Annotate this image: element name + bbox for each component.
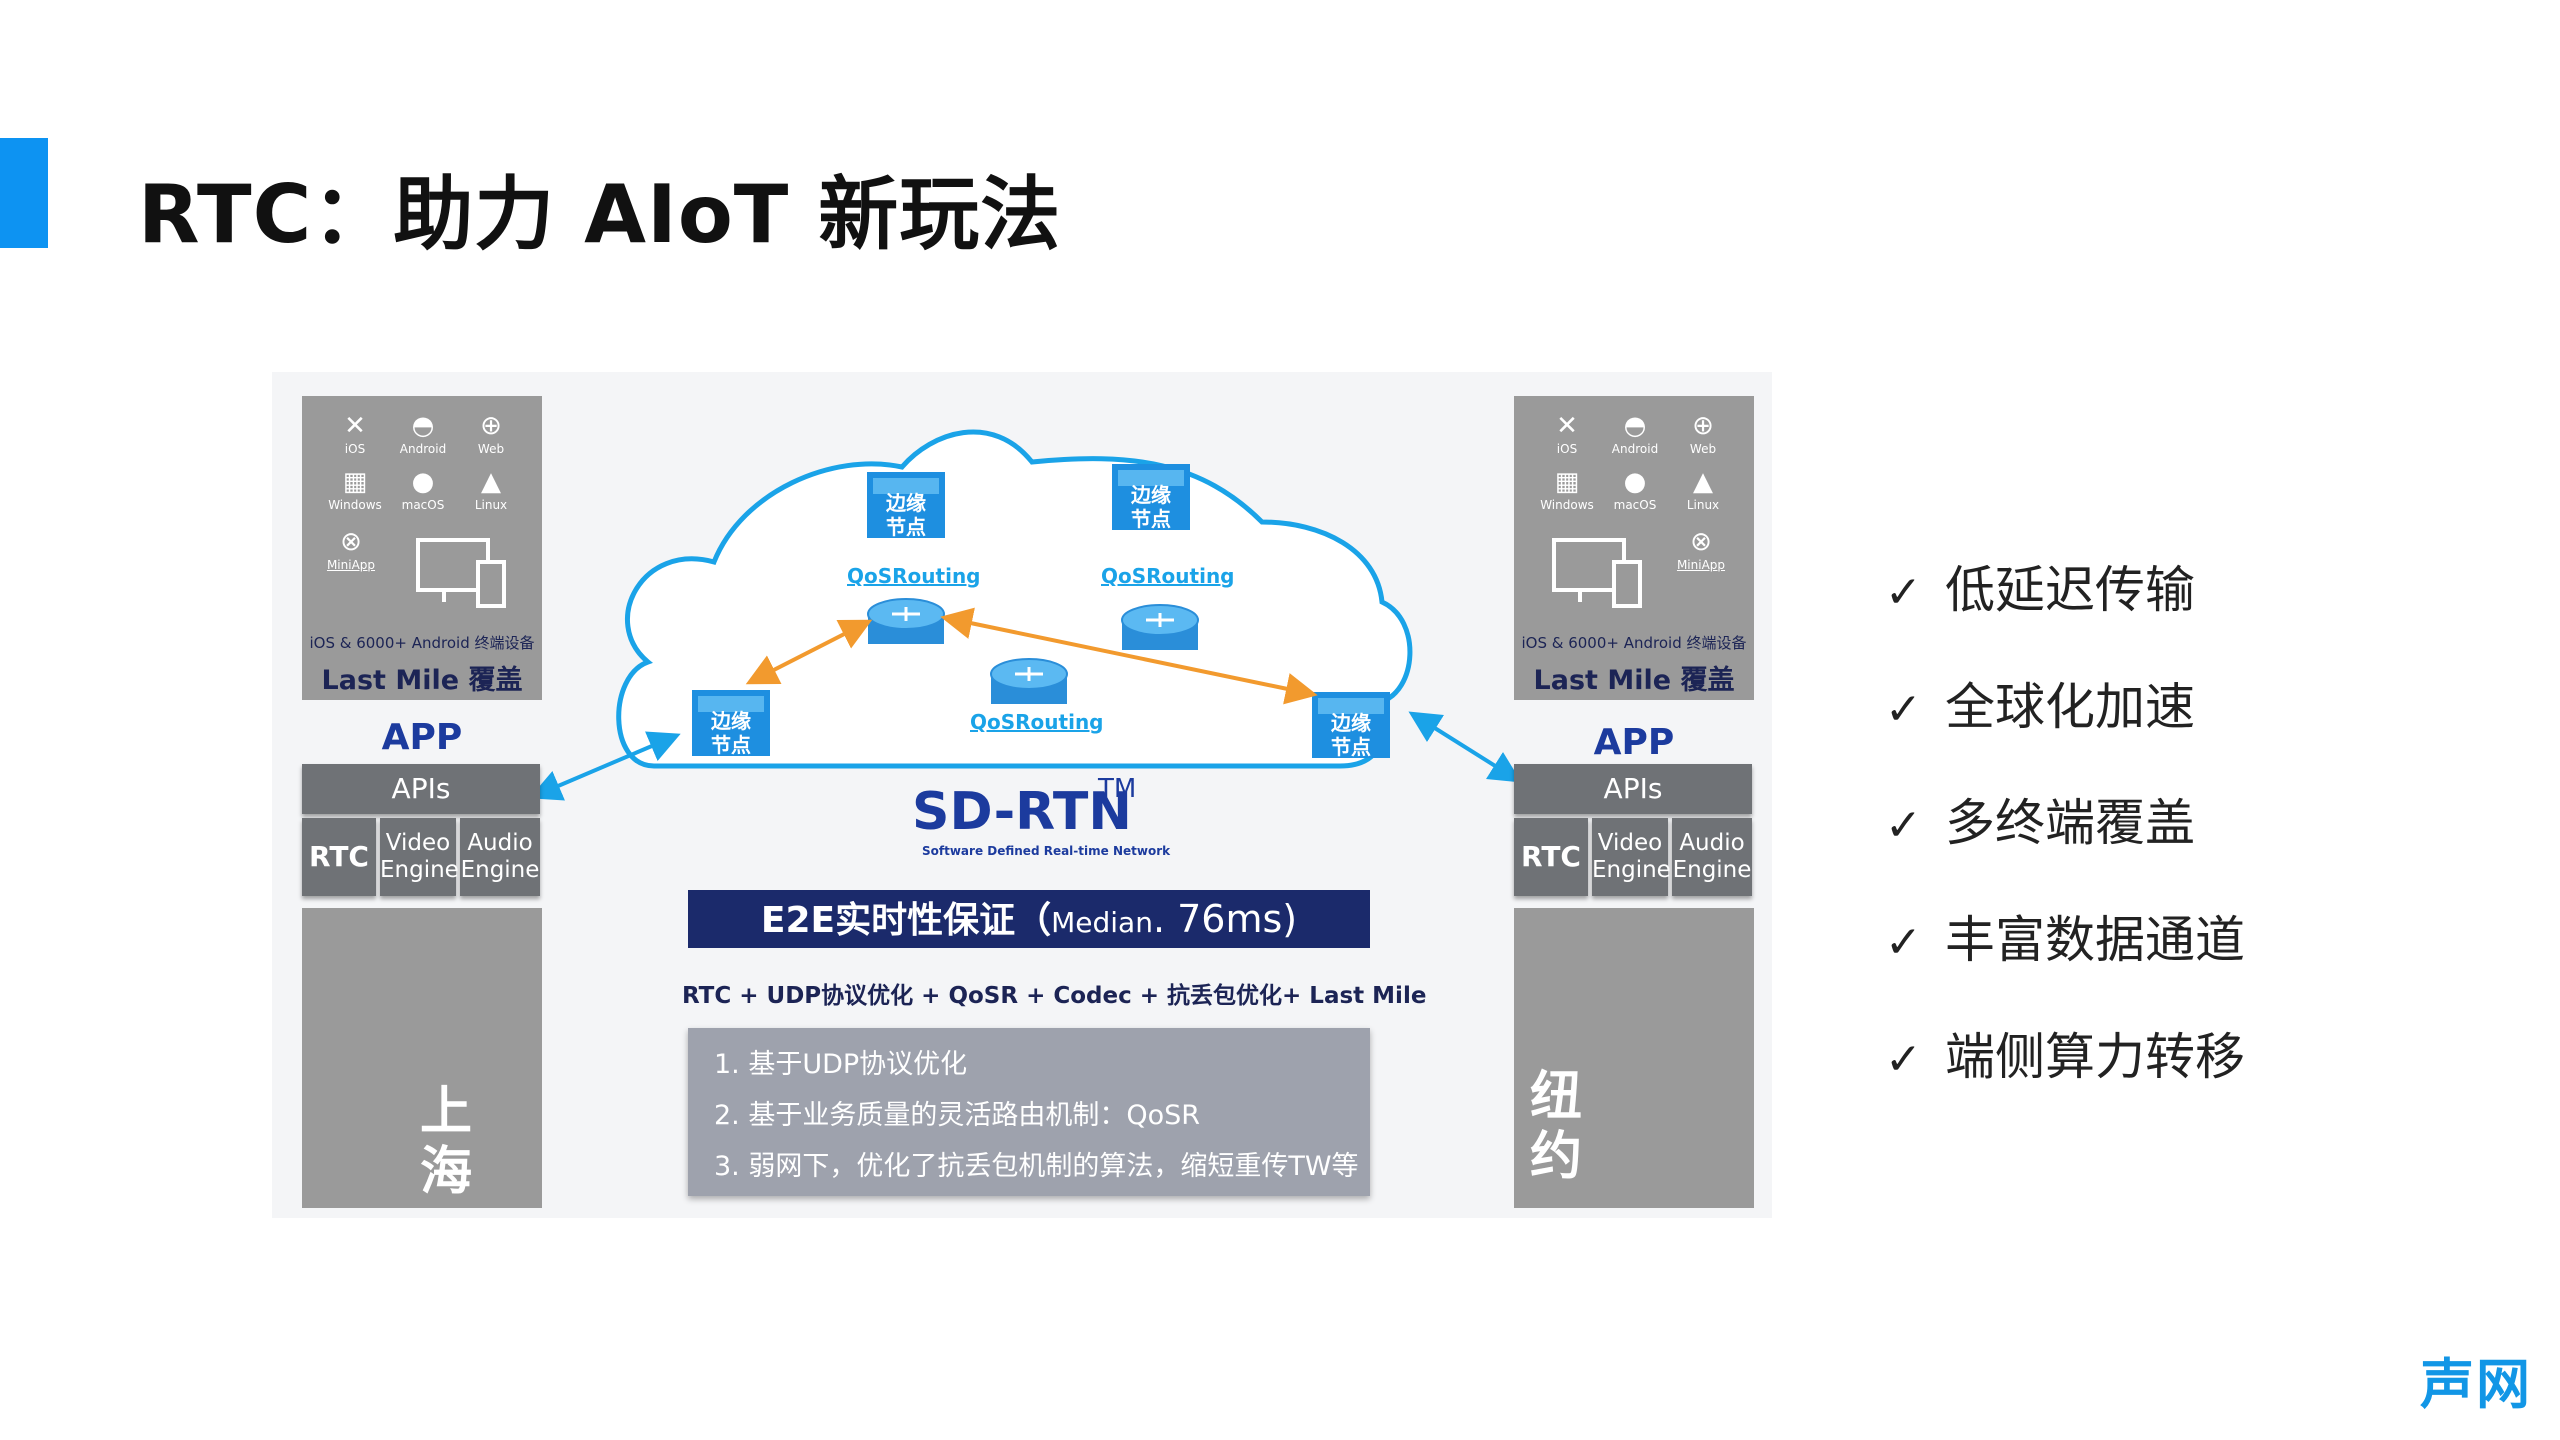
edge-node-icon: 边缘 节点 [1112, 464, 1190, 531]
app-label: APP [1593, 722, 1675, 763]
architecture-diagram: 边缘 节点 边缘 节点 边缘 节点 边缘 节点 [272, 372, 1772, 1218]
apis-header: APIs [1514, 764, 1752, 814]
blue-link-arrow [1408, 711, 1522, 783]
multi-device-icon [416, 538, 506, 608]
ios-icon: ✕iOS [344, 411, 366, 456]
qos-routing-label: QoSRouting [970, 710, 1104, 734]
city-name-newyork: 纽约 [1529, 1067, 1582, 1187]
device-support-text: iOS & 6000+ Android 终端设备 [1521, 634, 1747, 652]
app-label: APP [381, 717, 463, 758]
sd-rtn-tm: TM [1098, 774, 1137, 804]
edge-node-label: 节点 [1331, 735, 1371, 759]
windows-icon: ▦Windows [328, 467, 382, 512]
checkmark-icon: ✓ [1885, 684, 1922, 735]
feature-item: ✓多终端覆盖 [1885, 793, 2195, 853]
edge-node-icon: 边缘 节点 [1312, 692, 1390, 759]
detail-item: 1. 基于UDP协议优化 [714, 1049, 968, 1080]
windows-icon: ▦Windows [1540, 467, 1594, 512]
edge-node-label: 节点 [886, 515, 926, 539]
sd-rtn-subtitle: Software Defined Real-time Network [922, 844, 1171, 858]
rtc-module: RTC [302, 818, 376, 896]
edge-node-icon: 边缘 节点 [692, 690, 770, 757]
router-icon [867, 598, 945, 644]
rtc-module: RTC [1514, 818, 1588, 896]
page-title: RTC：助力 AIoT 新玩法 [138, 168, 1062, 261]
miniapp-icon: ⊗MiniApp [326, 527, 376, 572]
city-name-shanghai: 上海 [419, 1082, 472, 1202]
checkmark-icon: ✓ [1885, 800, 1922, 851]
checkmark-icon: ✓ [1885, 1034, 1922, 1085]
blue-link-arrow [529, 731, 681, 801]
svg-text:边缘: 边缘 [710, 709, 751, 733]
apple-icon: ●macOS [1613, 467, 1657, 512]
city-panel-shanghai [302, 908, 542, 1208]
feature-item: ✓丰富数据通道 [1885, 910, 2245, 970]
miniapp-icon: ⊗MiniApp [1676, 527, 1726, 572]
checkmark-icon: ✓ [1885, 567, 1922, 618]
android-icon: ◓Android [399, 411, 447, 456]
router-icon [990, 658, 1068, 704]
multi-device-icon [1552, 538, 1642, 608]
apis-header: APIs [302, 764, 540, 814]
accent-bar [0, 138, 48, 248]
edge-node-icon: 边缘 节点 [867, 472, 945, 539]
device-panel-right: ✕iOS ◓Android ⊕Web ▦Windows ●macOS ▲Linu… [1514, 396, 1754, 700]
qos-routing-label: QoSRouting [847, 564, 981, 588]
apple-icon: ●macOS [401, 467, 445, 512]
linux-icon: ▲Linux [1686, 467, 1720, 512]
edge-node-label: 节点 [1131, 507, 1171, 531]
sd-rtn-label: SD-RTN [912, 782, 1132, 842]
e2e-title: E2E实时性保证（ [760, 900, 1052, 941]
detail-item: 3. 弱网下，优化了抗丢包机制的算法，缩短重传TW等 [714, 1151, 1359, 1182]
detail-item: 2. 基于业务质量的灵活路由机制：QoSR [714, 1100, 1201, 1131]
router-icon [1121, 604, 1199, 650]
brand-logo: 声网 [2420, 1353, 2532, 1416]
device-support-text: iOS & 6000+ Android 终端设备 [309, 634, 535, 652]
e2e-value: . 76ms) [1152, 897, 1298, 941]
globe-icon: ⊕Web [1689, 411, 1717, 456]
detail-box: 1. 基于UDP协议优化 2. 基于业务质量的灵活路由机制：QoSR 3. 弱网… [688, 1028, 1370, 1196]
last-mile-label: Last Mile 覆盖 [321, 665, 523, 696]
e2e-guarantee-bar: E2E实时性保证（Median. 76ms) [688, 890, 1370, 948]
city-panel-newyork [1514, 908, 1754, 1208]
android-icon: ◓Android [1611, 411, 1659, 456]
device-panel-left: ✕iOS ◓Android ⊕Web ▦Windows ●macOS ▲Linu… [302, 396, 542, 700]
svg-text:边缘: 边缘 [885, 491, 926, 515]
feature-item: ✓全球化加速 [1885, 677, 2195, 737]
feature-item: ✓低延迟传输 [1885, 560, 2195, 620]
linux-icon: ▲Linux [474, 467, 508, 512]
svg-text:边缘: 边缘 [1130, 483, 1171, 507]
last-mile-label: Last Mile 覆盖 [1533, 665, 1735, 696]
qos-routing-label: QoSRouting [1101, 564, 1235, 588]
edge-node-label: 节点 [711, 733, 751, 757]
orange-link-arrow [940, 607, 1318, 705]
orange-link-arrow [745, 619, 873, 685]
tech-stack-line: RTC + UDP协议优化 + QoSR + Codec + 抗丢包优化+ La… [682, 983, 1427, 1009]
e2e-median: Median [1051, 906, 1153, 939]
ios-icon: ✕iOS [1556, 411, 1578, 456]
globe-icon: ⊕Web [477, 411, 505, 456]
svg-text:边缘: 边缘 [1330, 711, 1371, 735]
checkmark-icon: ✓ [1885, 917, 1922, 968]
feature-item: ✓端侧算力转移 [1885, 1027, 2245, 1087]
